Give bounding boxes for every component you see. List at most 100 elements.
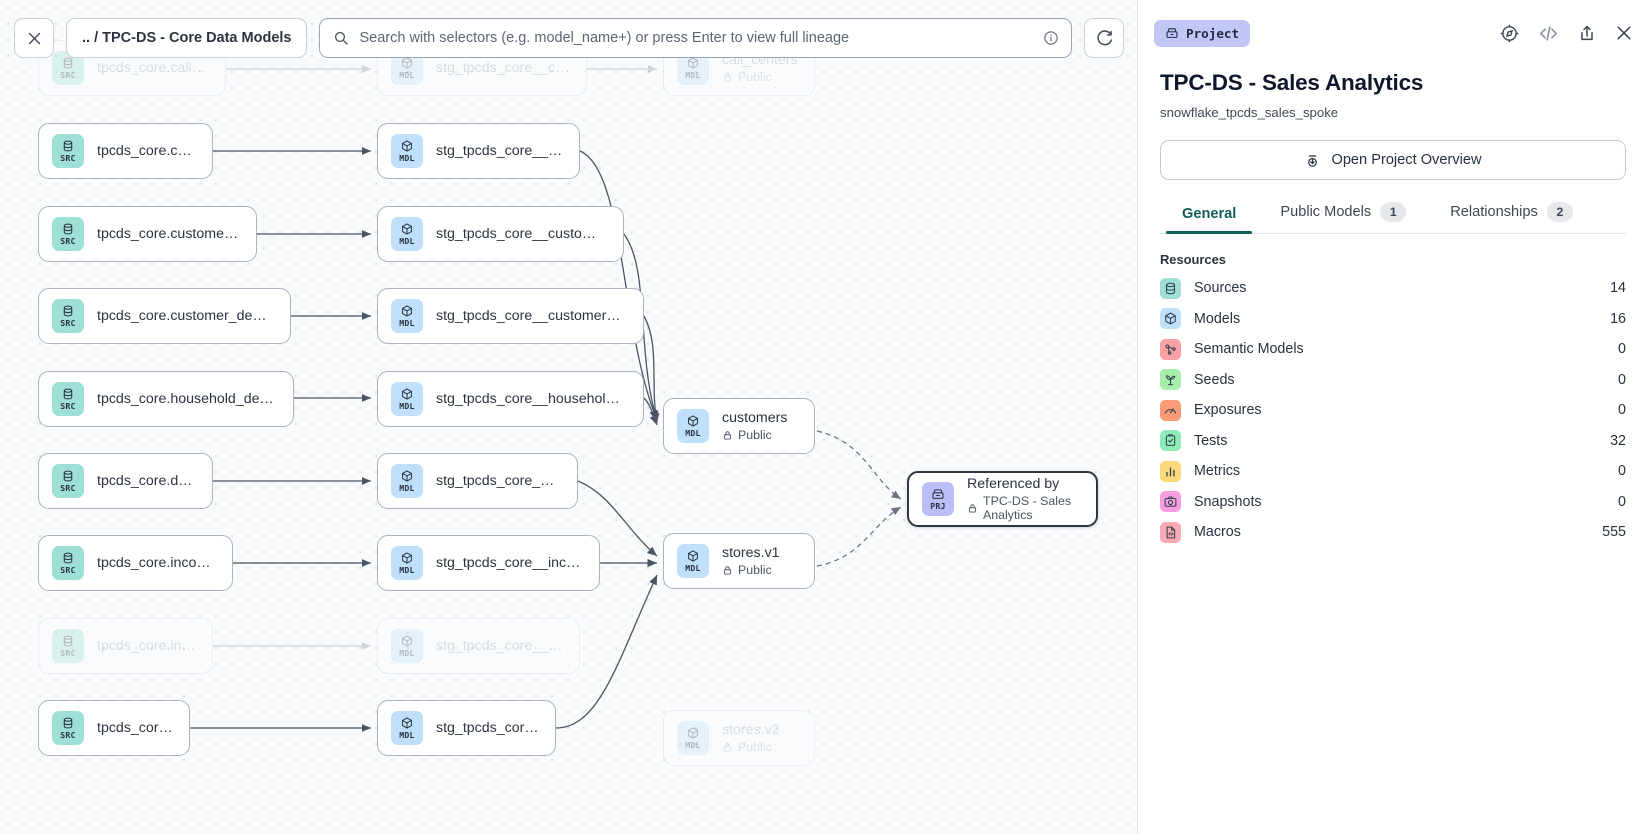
node-label: stg_tpcds_core__inventory (436, 638, 563, 654)
lineage-edges (190, 64, 902, 732)
camera-icon (1160, 491, 1181, 513)
bar-chart-icon (1160, 460, 1181, 482)
node-text: tpcds_core.customer (97, 143, 196, 159)
resource-count: 555 (1602, 524, 1626, 541)
resource-row-models[interactable]: Models 16 (1160, 304, 1626, 335)
close-lineage-button[interactable] (14, 18, 54, 58)
close-panel-icon[interactable] (1614, 23, 1634, 43)
node-label: stg_tpcds_core__income_band (436, 555, 583, 571)
breadcrumb[interactable]: .. / TPC-DS - Core Data Models (66, 18, 308, 58)
node-text: stg_tpcds_core__date_dim (436, 473, 561, 489)
node-label: tpcds_core.income_band (97, 555, 216, 571)
code-icon[interactable] (1537, 22, 1560, 45)
node-text: stg_tpcds_core__store (436, 720, 539, 736)
node-src-icon (61, 56, 75, 70)
node-mdl-icon (400, 469, 414, 483)
node-type-badge-src: SRC (52, 134, 84, 168)
lineage-toolbar: .. / TPC-DS - Core Data Models (0, 0, 1137, 76)
seedling-icon (1160, 369, 1181, 391)
node-type-badge-src: SRC (52, 217, 84, 251)
tab-label: General (1182, 206, 1237, 222)
resource-row-macros[interactable]: Macros 555 (1160, 517, 1626, 548)
node-label: stg_tpcds_core__store (436, 720, 539, 736)
node-visibility-label: Public (738, 740, 772, 754)
node-type-label: MDL (685, 70, 701, 81)
tab-count-badge: 1 (1380, 202, 1407, 222)
node-label: stores.v2 (722, 722, 780, 738)
node-text: tpcds_core.customer_address (97, 226, 240, 242)
node-text: stg_tpcds_core__call_center (436, 60, 570, 76)
node-visibility: Public (722, 740, 780, 754)
resources-section-title: Resources (1160, 252, 1226, 267)
resource-count: 16 (1610, 310, 1626, 327)
node-label: tpcds_core.call_center (97, 60, 209, 76)
node-label: stg_tpcds_core__call_center (436, 60, 570, 76)
tab-general[interactable]: General (1160, 206, 1258, 234)
node-type-badge-mdl: MDL (677, 409, 709, 443)
tab-label: Public Models (1280, 204, 1372, 220)
node-text: tpcds_core.store (97, 720, 173, 736)
graph-node-src_household_demographics[interactable]: SRC tpcds_core.household_demographics (38, 371, 294, 427)
navigator-icon[interactable] (1499, 23, 1520, 44)
node-text: tpcds_core.household_demographics (97, 391, 277, 407)
node-mdl-icon (400, 56, 414, 70)
refresh-button[interactable] (1084, 18, 1124, 58)
open-project-overview-button[interactable]: Open Project Overview (1160, 140, 1626, 180)
share-icon[interactable] (1577, 23, 1597, 43)
resource-name: Models (1194, 310, 1241, 327)
lock-icon (722, 72, 733, 83)
node-text: tpcds_core.customer_demographics (97, 308, 274, 324)
graph-node-mdl_customer_demographics[interactable]: MDLstg_tpcds_core__customer_demogra… (377, 288, 644, 344)
tab-public-models[interactable]: Public Models 1 (1258, 202, 1428, 233)
node-type-label: SRC (60, 648, 76, 659)
node-label: stg_tpcds_core__customer (436, 143, 563, 159)
lineage-canvas[interactable]: SRCtpcds_core.call_centerMDLstg_tpcds_co… (0, 0, 1138, 834)
resource-name: Snapshots (1194, 493, 1262, 510)
node-src-icon (61, 222, 75, 236)
resource-name: Macros (1194, 524, 1241, 541)
graph-node-src_customer_address[interactable]: SRC tpcds_core.customer_address (38, 206, 257, 262)
node-mdl-icon (686, 549, 700, 563)
node-src-icon (61, 634, 75, 648)
project-box-icon (1165, 26, 1179, 40)
node-type-badge-mdl: MDL (391, 382, 423, 416)
info-icon[interactable] (1043, 30, 1059, 46)
resource-name: Seeds (1194, 371, 1235, 388)
project-chip[interactable]: Project (1154, 19, 1251, 47)
node-type-label: MDL (399, 153, 415, 164)
node-type-label: MDL (399, 648, 415, 659)
graph-node-src_income_band[interactable]: SRC tpcds_core.income_band (38, 535, 233, 591)
node-label: tpcds_core.household_demographics (97, 391, 277, 407)
node-type-label: SRC (60, 70, 76, 81)
graph-node-src_customer[interactable]: SRC tpcds_core.customer (38, 123, 213, 179)
node-type-label: MDL (399, 236, 415, 247)
node-type-label: SRC (60, 401, 76, 412)
search-input[interactable] (359, 30, 1033, 46)
search-box[interactable] (319, 18, 1072, 58)
graph-node-mdl_customer[interactable]: MDL stg_tpcds_core__customer (377, 123, 580, 179)
node-type-badge-src: SRC (52, 546, 84, 580)
graph-node-mdl_inventory[interactable]: MDL stg_tpcds_core__inventory (377, 618, 580, 674)
graph-node-mdl_household_demographics[interactable]: MDLstg_tpcds_core__household_demogr… (377, 371, 644, 427)
